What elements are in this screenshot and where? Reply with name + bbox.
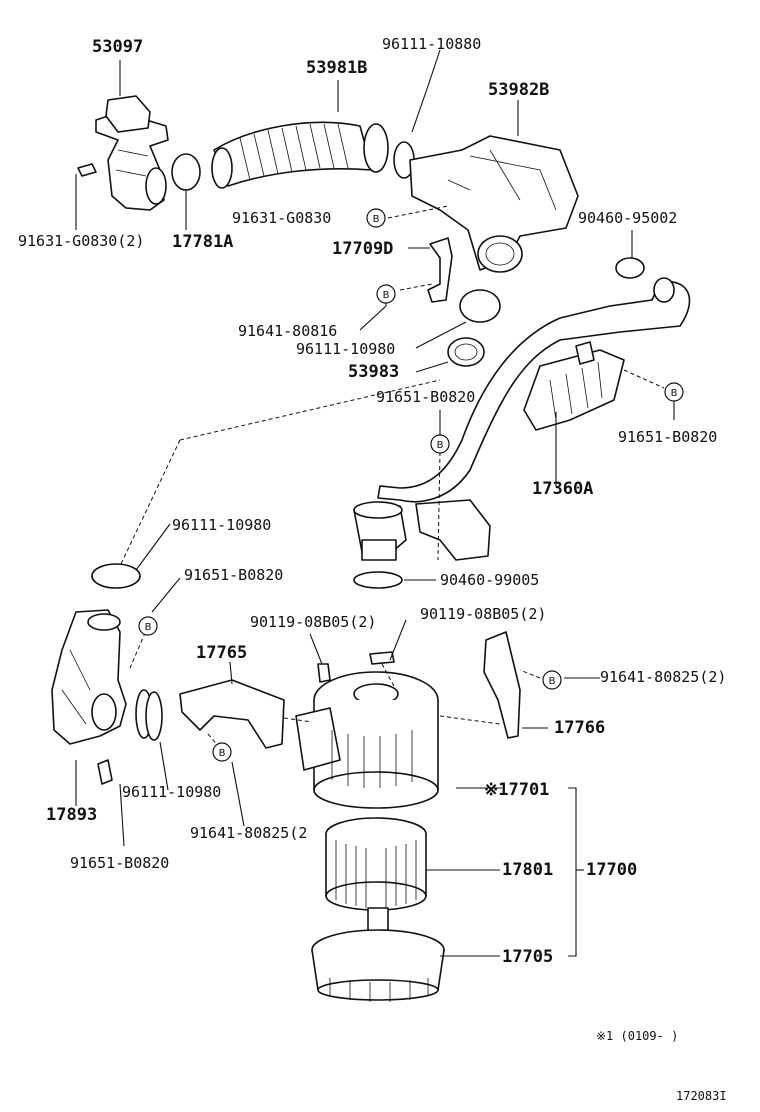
label-91651-b0820-right: 91651-B0820 xyxy=(618,428,717,446)
duct-17893-part xyxy=(51,609,127,785)
svg-text:B: B xyxy=(373,214,380,225)
label-17360a: 17360A xyxy=(532,479,593,499)
clamp-left-lower-part xyxy=(135,689,163,741)
label-17705: 17705 xyxy=(502,947,553,967)
label-96111-10980-left: 96111-10980 xyxy=(172,516,271,534)
svg-text:B: B xyxy=(437,440,444,451)
label-53983: 53983 xyxy=(348,362,399,382)
label-90460-99005: 90460-99005 xyxy=(440,571,539,589)
clamp-90460-99005-part xyxy=(353,571,403,589)
callout-b-2: B xyxy=(376,284,396,304)
label-90119-08b05-right: 90119-08B05(2) xyxy=(420,605,546,623)
label-96111-10980-lower: 96111-10980 xyxy=(122,783,221,801)
air-cleaner-case-part xyxy=(295,671,439,809)
label-17709d: 17709D xyxy=(332,239,393,259)
clamp-90460-95002-part xyxy=(615,257,645,279)
label-91651-b0820-bottom: 91651-B0820 xyxy=(70,854,169,872)
label-17701: ※17701 xyxy=(484,780,549,800)
label-91651-b0820-left: 91651-B0820 xyxy=(184,566,283,584)
callout-b-7: B xyxy=(212,742,232,762)
label-17765: 17765 xyxy=(196,643,247,663)
svg-text:B: B xyxy=(145,622,152,633)
bolt-left-part xyxy=(317,663,331,683)
label-91641-80816: 91641-80816 xyxy=(238,322,337,340)
label-91631-g0830: 91631-G0830 xyxy=(232,209,331,227)
bracket-17709d-part xyxy=(427,237,453,303)
bracket-17765-part xyxy=(179,679,285,749)
ring-53983-part xyxy=(447,337,485,367)
svg-text:B: B xyxy=(219,748,226,759)
callout-b-4: B xyxy=(664,382,684,402)
label-91651-b0820-mid: 91651-B0820 xyxy=(376,388,475,406)
label-53097: 53097 xyxy=(92,37,143,57)
air-flow-meter-part xyxy=(77,95,169,211)
label-53981b: 53981B xyxy=(306,58,367,78)
label-17766: 17766 xyxy=(554,718,605,738)
filter-element-part xyxy=(325,817,427,933)
label-90460-95002: 90460-95002 xyxy=(578,209,677,227)
clamp-left-upper-part xyxy=(91,563,141,589)
air-cleaner-cap-part xyxy=(311,929,445,1002)
svg-text:B: B xyxy=(383,290,390,301)
footnote: ※1 (0109- ) xyxy=(596,1029,678,1043)
diagram-code: 172083I xyxy=(676,1089,727,1103)
intake-pipe-17360a-part xyxy=(353,277,691,561)
label-91641-80825-2-right: 91641-80825(2) xyxy=(600,668,726,686)
svg-text:B: B xyxy=(671,388,678,399)
bracket-17766-part xyxy=(483,631,521,739)
label-17893: 17893 xyxy=(46,805,97,825)
corrugated-intake-hose-part xyxy=(211,121,415,189)
intake-duct-resonator-part xyxy=(409,135,579,273)
label-53982b: 53982B xyxy=(488,80,549,100)
label-91631-g0830-2: 91631-G0830(2) xyxy=(18,232,144,250)
clamp-ring-part xyxy=(171,153,201,191)
label-17781a: 17781A xyxy=(172,232,233,252)
label-17801: 17801 xyxy=(502,860,553,880)
label-96111-10880: 96111-10880 xyxy=(382,35,481,53)
svg-text:B: B xyxy=(549,676,556,687)
label-90119-08b05-left: 90119-08B05(2) xyxy=(250,613,376,631)
bolt-right-part xyxy=(369,651,395,665)
callout-b-5: B xyxy=(138,616,158,636)
callout-b-1: B xyxy=(366,208,386,228)
label-17700: 17700 xyxy=(586,860,637,880)
callout-b-6: B xyxy=(542,670,562,690)
label-96111-10980-top: 96111-10980 xyxy=(296,340,395,358)
callout-b-3: B xyxy=(430,434,450,454)
clamp-96111-part xyxy=(459,289,501,323)
label-91641-80825-2-left: 91641-80825(2 xyxy=(190,824,307,842)
